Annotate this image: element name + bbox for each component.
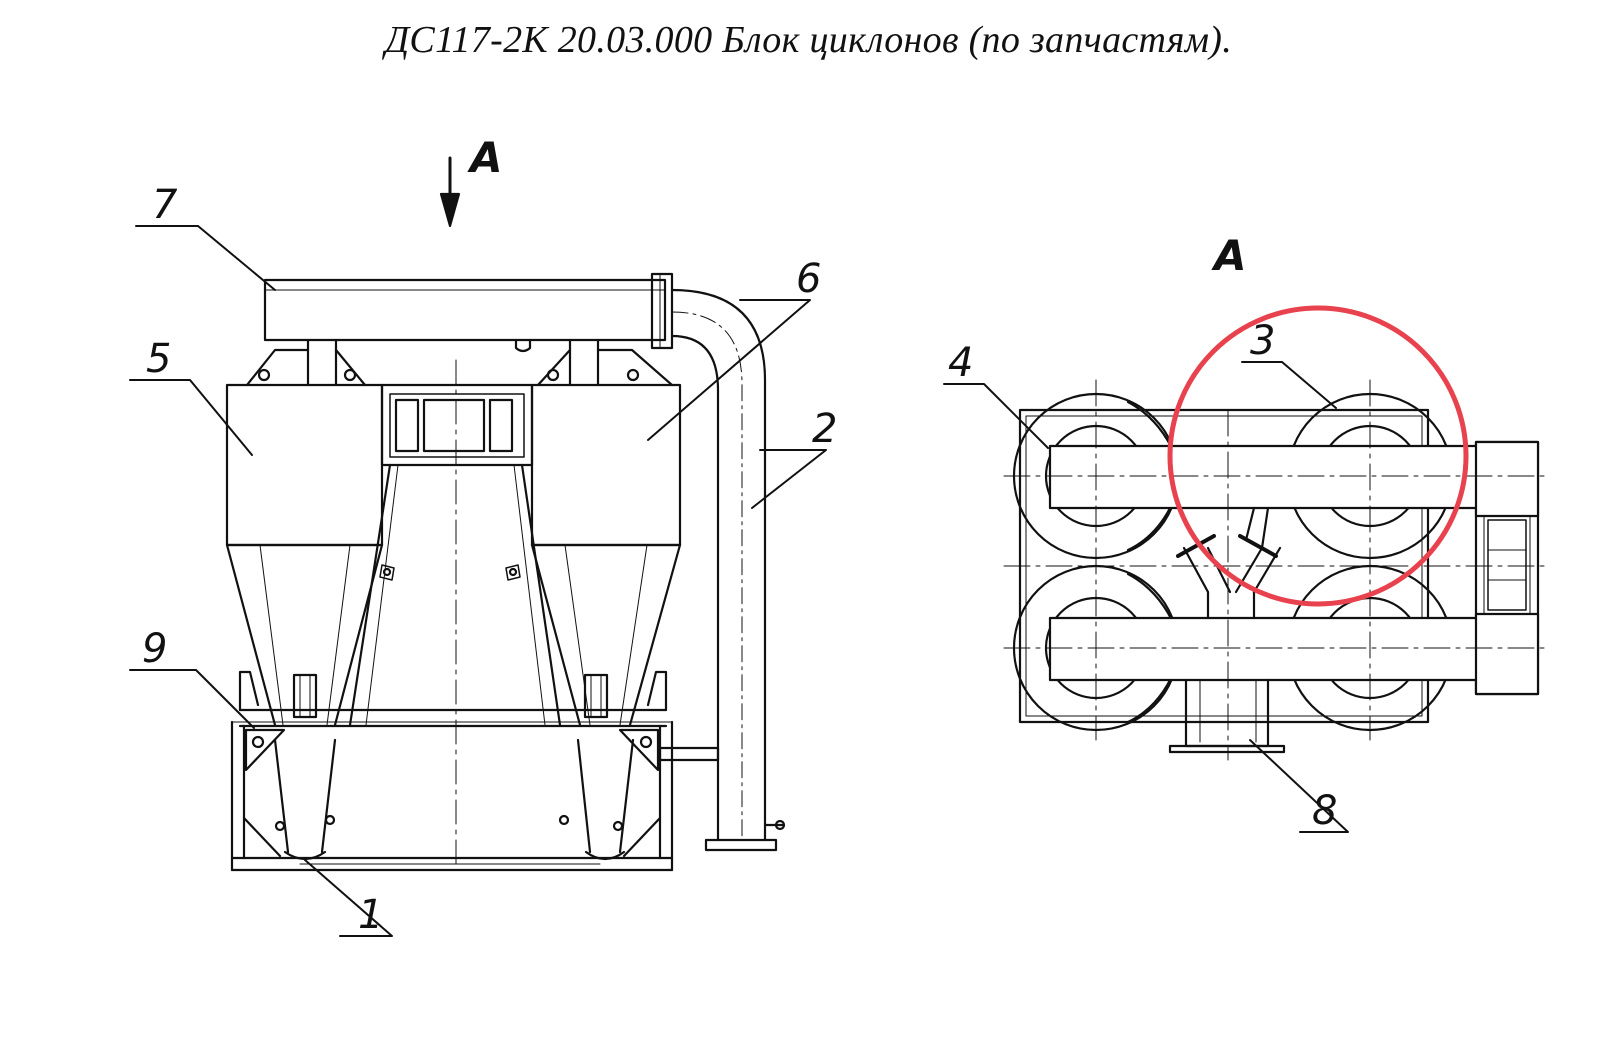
view-marker-label: А <box>467 133 503 182</box>
callout-3: 3 <box>1250 318 1275 364</box>
view-a-leaders <box>943 361 1349 833</box>
collector-ducts <box>1048 440 1540 696</box>
callout-6: 6 <box>796 256 821 302</box>
callout-2: 2 <box>812 406 837 452</box>
central-inlet <box>348 359 562 871</box>
callout-7: 7 <box>152 182 178 228</box>
callout-1: 1 <box>358 892 383 938</box>
support-frame <box>230 670 674 872</box>
callout-5: 5 <box>146 336 171 382</box>
right-cyclone <box>530 338 682 861</box>
callout-8: 8 <box>1312 788 1337 834</box>
left-cyclone <box>225 338 384 861</box>
front-leaders <box>129 225 827 937</box>
view-a-label: А <box>1211 231 1247 280</box>
callout-4: 4 <box>948 340 973 386</box>
view-a-centerlines <box>1003 379 1551 761</box>
view-a <box>943 361 1551 833</box>
top-manifold <box>263 272 674 353</box>
highlight-circle <box>1167 305 1469 607</box>
drawing-title: ДС117-2К 20.03.000 Блок циклонов (по зап… <box>384 19 1233 61</box>
view-arrow <box>439 156 461 228</box>
outlet-pipe <box>658 288 786 852</box>
front-view <box>129 156 827 937</box>
central-branch <box>1168 506 1286 754</box>
callout-9: 9 <box>142 626 167 672</box>
